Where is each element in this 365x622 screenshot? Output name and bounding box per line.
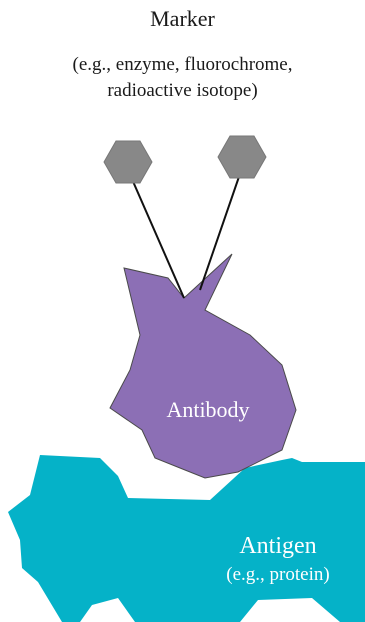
marker-hexagon-left	[104, 141, 152, 183]
marker-hexagon-right	[218, 136, 266, 178]
antigen-label: Antigen	[239, 533, 316, 559]
antigen-sublabel: (e.g., protein)	[226, 564, 329, 585]
antibody-shape	[110, 254, 296, 478]
antibody-label: Antibody	[166, 397, 249, 422]
